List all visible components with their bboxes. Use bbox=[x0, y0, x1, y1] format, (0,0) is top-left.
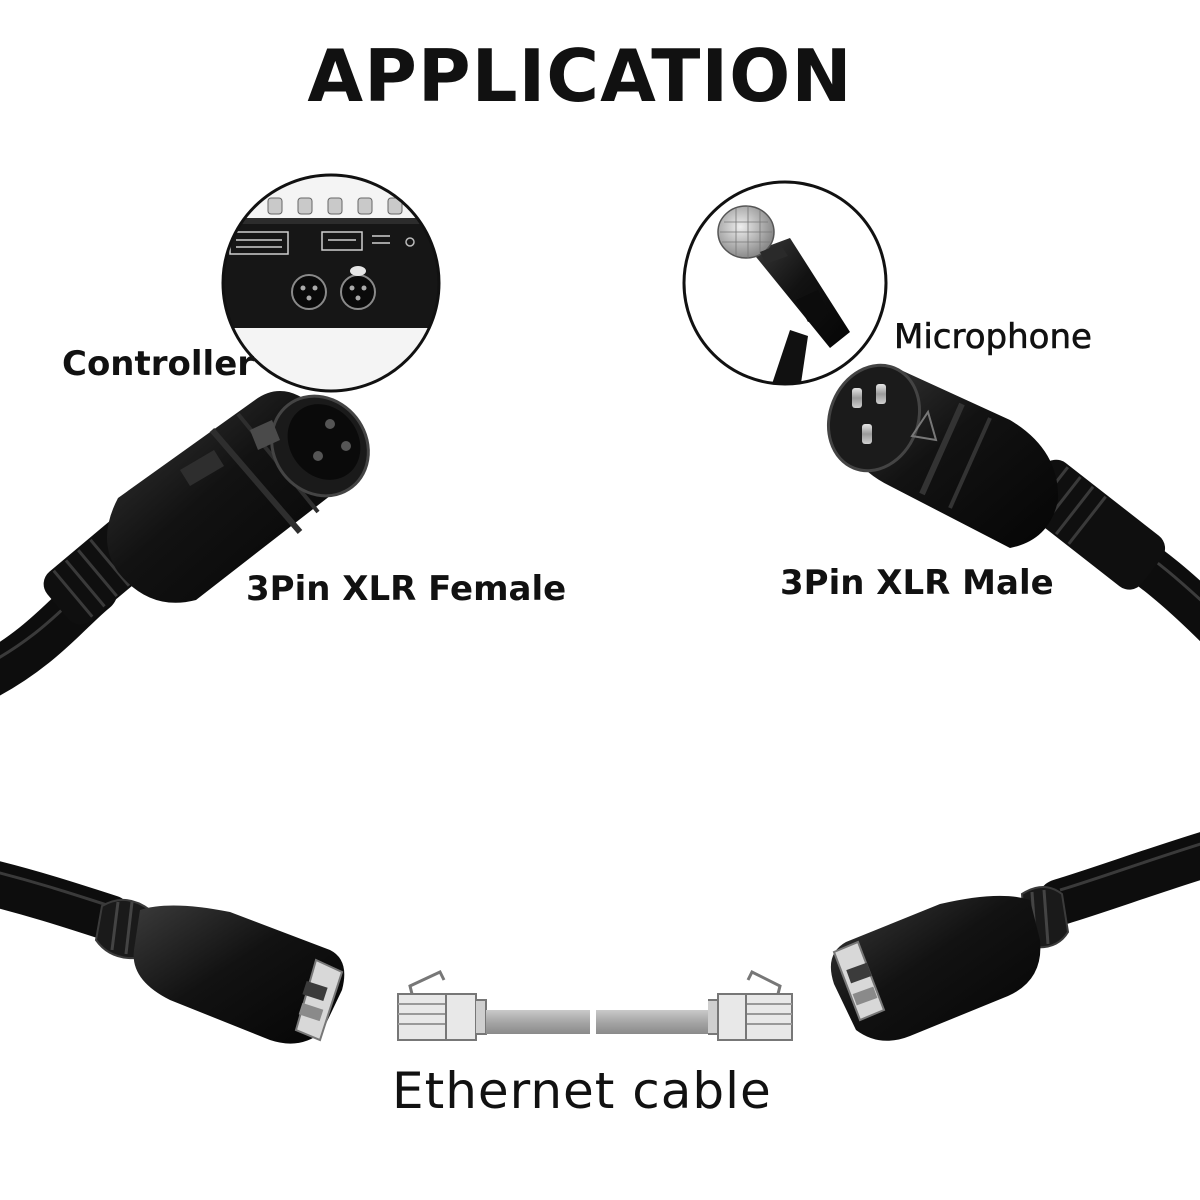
rj45-left-socket-icon bbox=[94, 899, 345, 1044]
controller-label: Controller bbox=[62, 344, 255, 384]
xlr-female-label: 3Pin XLR Female bbox=[246, 569, 567, 609]
xlr-female-connector-icon bbox=[43, 391, 370, 625]
controller-inset bbox=[221, 173, 441, 393]
cable-right-lower bbox=[1037, 832, 1200, 925]
cable-left-lower bbox=[0, 861, 133, 941]
xlr-male-connector-icon bbox=[826, 363, 1166, 590]
microphone-inset bbox=[682, 180, 888, 386]
xlr-male-label: 3Pin XLR Male bbox=[780, 563, 1054, 603]
rj45-right-socket-icon bbox=[830, 886, 1070, 1041]
ethernet-cable-label: Ethernet cable bbox=[392, 1062, 772, 1120]
page-title: APPLICATION bbox=[307, 34, 853, 118]
microphone-label: Microphone bbox=[894, 317, 1093, 357]
ethernet-cable-icon bbox=[397, 969, 793, 1041]
